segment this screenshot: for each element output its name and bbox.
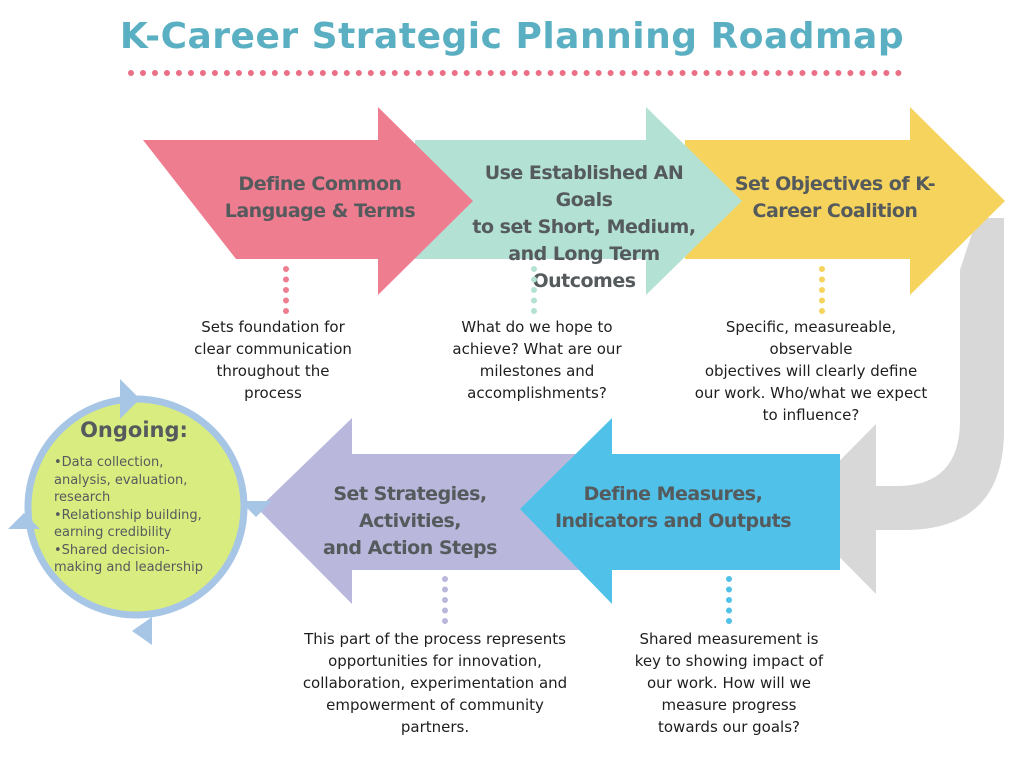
step-4-dotted-connector: [726, 576, 732, 624]
description-line: collaboration, experimentation and: [302, 674, 568, 692]
description-line: empowerment of community: [326, 696, 544, 714]
arrow-step-4: [520, 418, 840, 604]
step-5-label-line: Set Strategies, Activities,: [333, 483, 487, 532]
description-line: accomplishments?: [467, 384, 607, 402]
ring-arrowhead-top: [120, 379, 140, 419]
arrow-step-3: [685, 107, 1005, 295]
description-line: milestones and: [479, 362, 595, 380]
description-line: measure progress: [661, 696, 797, 714]
description-line: to influence?: [762, 406, 860, 424]
description-line: This part of the process represents: [304, 630, 566, 648]
step-1-label-line: Language & Terms: [224, 200, 416, 222]
ongoing-item-line: •Data collection,: [54, 455, 164, 470]
step-2-description: What do we hope to achieve? What are our…: [428, 316, 646, 404]
ring-arrowhead-left: [8, 513, 40, 529]
description-line: our work. How will we: [647, 674, 811, 692]
step-3-label-line: Career Coalition: [752, 200, 918, 222]
step-4-label: Define Measures, Indicators and Outputs: [548, 481, 798, 535]
description-line: What do we hope to: [461, 318, 613, 336]
description-line: Shared measurement is: [639, 630, 819, 648]
ongoing-list: •Data collection, analysis, evaluation, …: [54, 454, 254, 577]
description-line: Sets foundation for: [201, 318, 345, 336]
title-dotted-rule: [128, 70, 902, 76]
description-line: achieve? What are our: [452, 340, 622, 358]
description-line: clear communication: [194, 340, 352, 358]
step-2-label-line: to set Short, Medium,: [472, 216, 696, 238]
step-3-label: Set Objectives of K- Career Coalition: [722, 171, 948, 225]
step-1-description: Sets foundation for clear communication …: [166, 316, 380, 404]
ongoing-item-line: analysis, evaluation,: [54, 472, 188, 488]
step-4-description: Shared measurement is key to showing imp…: [618, 628, 840, 738]
arrow-step-1: [143, 107, 473, 295]
step-2-label-line: Use Established AN Goals: [484, 162, 684, 211]
step-5-label-line: and Action Steps: [323, 537, 497, 559]
step-5-label: Set Strategies, Activities, and Action S…: [280, 481, 540, 562]
description-line: Specific, measureable,: [725, 318, 897, 336]
ring-arrowhead-right: [240, 501, 272, 517]
u-turn-connector: [864, 218, 1004, 530]
ongoing-item-line: making and leadership: [54, 560, 204, 575]
step-1-dotted-connector: [283, 266, 289, 314]
description-line: opportunities for innovation,: [328, 652, 542, 670]
step-3-dotted-connector: [819, 266, 825, 314]
arrow-step-5: [258, 418, 610, 604]
step-2-label: Use Established AN Goals to set Short, M…: [454, 160, 714, 295]
step-2-label-line: and Long Term Outcomes: [508, 243, 660, 292]
description-line: towards our goals?: [658, 718, 800, 736]
step-4-label-line: Define Measures,: [583, 483, 763, 505]
ongoing-item-line: research: [54, 490, 111, 505]
step-5-dotted-connector: [442, 576, 448, 624]
description-line: throughout the: [216, 362, 330, 380]
ongoing-item-line: •Relationship building,: [54, 507, 202, 523]
page-title: K-Career Strategic Planning Roadmap: [119, 16, 905, 57]
description-line: key to showing impact of: [634, 652, 824, 670]
ongoing-item-line: •Shared decision-: [54, 542, 170, 558]
step-1-label: Define Common Language & Terms: [205, 171, 435, 225]
step-3-label-line: Set Objectives of K-: [734, 173, 936, 195]
description-line: objectives will clearly define: [704, 362, 918, 380]
description-line: process: [244, 384, 302, 402]
ongoing-title: Ongoing:: [80, 418, 188, 442]
description-line: partners.: [400, 718, 470, 736]
arrow-step-2: [415, 107, 742, 295]
ongoing-item-line: earning credibility: [54, 525, 172, 540]
step-1-label-line: Define Common: [238, 173, 402, 195]
step-5-description: This part of the process represents oppo…: [274, 628, 596, 738]
step-3-description: Specific, measureable, observable object…: [676, 316, 946, 426]
step-2-dotted-connector: [531, 266, 537, 314]
description-line: our work. Who/what we expect: [694, 384, 928, 402]
ring-arrowhead-bottom: [132, 617, 152, 645]
step-4-label-line: Indicators and Outputs: [554, 510, 792, 532]
description-line: observable: [769, 340, 853, 358]
